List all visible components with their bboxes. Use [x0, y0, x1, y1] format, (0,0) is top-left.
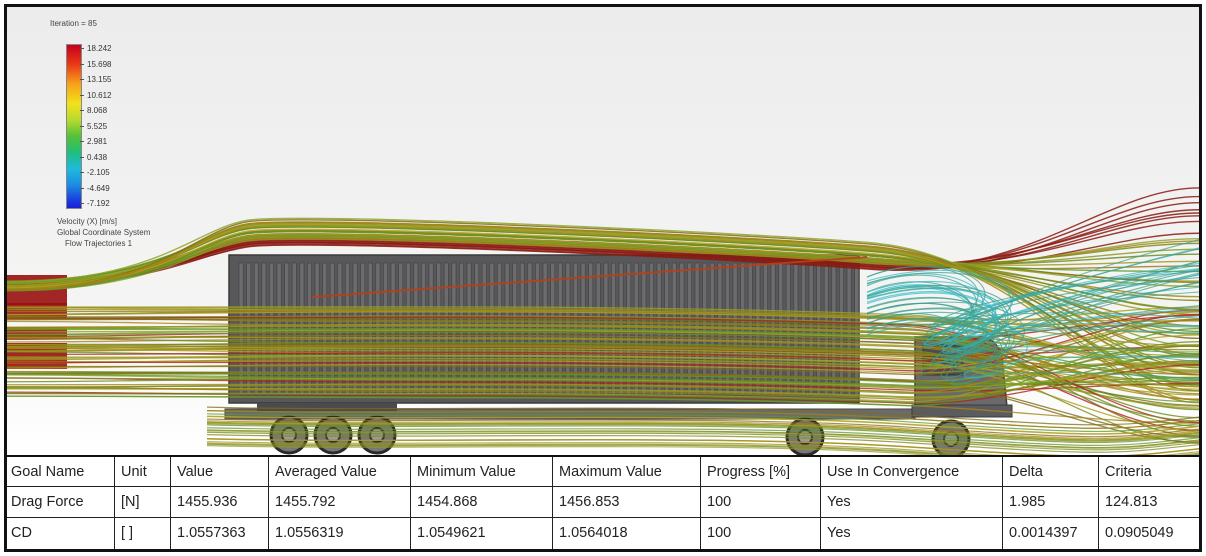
table-cell: 1456.853	[552, 487, 700, 518]
legend-tick	[80, 94, 84, 96]
table-cell: 100	[700, 518, 820, 549]
iteration-label: Iteration = 85	[50, 19, 97, 28]
legend-tick-label: 13.155	[87, 75, 112, 84]
column-header: Value	[170, 457, 268, 488]
column-header: Goal Name	[11, 464, 85, 480]
legend-tick	[80, 172, 84, 173]
table-cell: 1.0564018	[552, 518, 700, 549]
table-cell: Yes	[820, 487, 1002, 518]
coordinate-system-label: Global Coordinate System	[57, 228, 151, 237]
table-cell: [ ]	[114, 518, 170, 549]
legend-tick	[80, 187, 84, 189]
bogie	[257, 403, 397, 411]
column-header: Averaged Value	[268, 457, 410, 488]
table-cell: Yes	[820, 518, 1002, 549]
legend-tick-label: 0.438	[87, 152, 108, 162]
table-cell: [N]	[114, 487, 170, 518]
legend-tick-label: 18.242	[87, 44, 112, 53]
legend-tick-label: -2.105	[87, 168, 110, 177]
table-cell: 1455.792	[268, 487, 410, 518]
legend-tick	[80, 63, 84, 65]
flow-trajectories-render	[7, 187, 1199, 455]
table-cell: 1454.868	[410, 487, 552, 518]
table-cell: CD	[11, 525, 32, 541]
legend-tick	[80, 48, 84, 49]
table-cell: 1455.936	[170, 487, 268, 518]
legend-tick	[80, 125, 84, 127]
legend-tick	[80, 110, 84, 111]
plot-name-label: Flow Trajectories 1	[65, 239, 133, 248]
color-scale-bar	[66, 44, 82, 209]
legend-tick	[80, 79, 84, 80]
table-cell: 1.0556319	[268, 518, 410, 549]
legend-tick-label: 2.981	[87, 137, 108, 146]
table-cell: 1.0557363	[170, 518, 268, 549]
column-header: Delta	[1002, 457, 1098, 488]
column-header: Criteria	[1098, 457, 1199, 488]
table-cell: 0.0905049	[1098, 518, 1199, 549]
flow-lines	[7, 187, 1199, 455]
cab-chassis	[911, 404, 1013, 418]
legend-tick	[80, 156, 84, 158]
table-cell: 1.985	[1002, 487, 1098, 518]
column-header: Unit	[114, 457, 170, 488]
legend-tick-label: 10.612	[87, 90, 112, 100]
legend-tick-label: 5.525	[87, 121, 108, 131]
table-cell: 124.813	[1098, 487, 1199, 518]
column-header: Use In Convergence	[820, 457, 1002, 488]
table-cell: 0.0014397	[1002, 518, 1098, 549]
legend-tick	[80, 141, 84, 142]
column-header: Maximum Value	[552, 457, 700, 488]
color-legend: Iteration = 85 18.242 15.698 13.155 10.612 8…	[37, 19, 237, 259]
flow-viewport[interactable]: Iteration = 85 18.242 15.698 13.155 10.612 8…	[7, 7, 1199, 455]
legend-tick	[80, 203, 84, 204]
legend-tick-label: 15.698	[87, 59, 112, 69]
legend-tick-label: -7.192	[87, 199, 110, 208]
legend-tick-label: 8.068	[87, 106, 108, 115]
table-cell: 100	[700, 487, 820, 518]
column-header: Progress [%]	[700, 457, 820, 488]
column-header: Minimum Value	[410, 457, 552, 488]
simulation-window: Iteration = 85 18.242 15.698 13.155 10.612 8…	[4, 4, 1202, 552]
legend-tick-label: -4.649	[87, 183, 110, 193]
table-cell: Drag Force	[11, 494, 84, 510]
variable-label: Velocity (X) [m/s]	[57, 217, 118, 226]
table-cell: 1.0549621	[410, 518, 552, 549]
